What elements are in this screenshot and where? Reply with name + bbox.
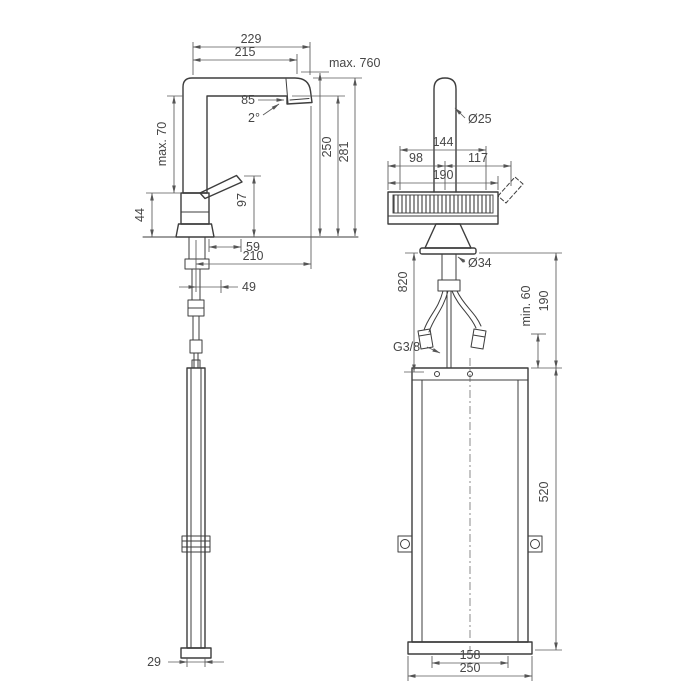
dim-max-70: max. 70 [146, 95, 183, 194]
dim-label-97: 97 [235, 193, 249, 207]
dim-label-190-height: 190 [537, 291, 551, 312]
leader-line [457, 256, 466, 263]
threaded-shank-front [441, 253, 457, 281]
extension-line [186, 658, 206, 667]
pullout-hose [446, 290, 452, 369]
dim-label-250: 250 [320, 137, 334, 158]
front-view: Ø25 144 98 117 190 Ø34 [387, 77, 562, 681]
spray-grille [392, 194, 494, 214]
dim-label-144: 144 [433, 135, 454, 149]
dim-label-229: 229 [241, 32, 262, 46]
dim-250-base: 250 [407, 656, 533, 681]
leader-line [426, 346, 441, 354]
leader-line [262, 103, 280, 116]
clamp-left-knob [400, 539, 410, 549]
dim-label-49: 49 [242, 280, 256, 294]
clamp-right [527, 535, 543, 553]
dim-label-281: 281 [337, 142, 351, 163]
supply-hose-right [451, 290, 482, 329]
dim-144: 144 [399, 135, 487, 190]
dim-label-520: 520 [537, 482, 551, 503]
mounting-nut-front [437, 279, 461, 292]
neck-outline [424, 223, 472, 249]
supply-hose-left-connector [417, 328, 434, 350]
mounting-column-side [186, 367, 206, 649]
clamp-side-lines [181, 540, 211, 548]
dim-label-29: 29 [147, 655, 161, 669]
dim-98-117: 98 117 [387, 151, 512, 190]
dim-dia25: Ø25 [454, 107, 492, 126]
dim-g38: G3/8 [393, 340, 441, 354]
dim-820: 820 [396, 252, 424, 373]
dim-label-min-60: min. 60 [519, 285, 533, 326]
clamp-left [397, 535, 413, 553]
dim-label-g38: G3/8 [393, 340, 420, 354]
dim-49: 49 [179, 280, 256, 294]
dim-250-height: 250 [292, 95, 345, 237]
extension-line [208, 239, 242, 252]
frame-rails [421, 379, 519, 643]
dim-97: 97 [235, 175, 261, 238]
sprayhead-seam-line [285, 78, 289, 104]
dim-label-max-70: max. 70 [155, 122, 169, 167]
dim-281: 281 [313, 77, 362, 237]
mounting-column-inner-lines [190, 367, 202, 649]
handle-projection-dashed [497, 176, 524, 204]
leader-line [454, 107, 466, 119]
dim-label-190-width: 190 [433, 168, 454, 182]
dim-label-dia25: Ø25 [468, 112, 492, 126]
supply-hose-right-connector [470, 328, 487, 350]
hose-pair-1 [191, 268, 201, 301]
dim-210: 210 [195, 106, 312, 292]
aerator-line [289, 98, 310, 101]
riser-pipe-outline [433, 77, 457, 193]
escutcheon-outline [175, 223, 215, 238]
frame-top-cap-side [191, 359, 201, 369]
dim-190-width: 190 [387, 168, 499, 190]
dim-158: 158 [431, 648, 509, 668]
dim-229: 229 [192, 32, 311, 75]
spout-outline [182, 77, 313, 194]
dim-215: 215 [192, 45, 298, 74]
clamp-right-knob [530, 539, 540, 549]
dim-44: 44 [133, 192, 154, 238]
dim-520: 520 [535, 367, 562, 651]
extension-line [195, 106, 312, 292]
dim-max-760: max. 760 [301, 56, 380, 237]
dim-label-dia34: Ø34 [468, 256, 492, 270]
handle-lever-outline [199, 174, 243, 200]
supply-hose-left [423, 290, 449, 333]
side-view: 229 215 max. 760 85 2° max. 70 [133, 32, 380, 669]
dim-label-85: 85 [241, 93, 255, 107]
clamp-side [181, 535, 211, 553]
foot-plate-side [180, 647, 212, 659]
dim-label-2deg: 2° [248, 111, 260, 125]
dim-label-59: 59 [246, 240, 260, 254]
dim-label-210: 210 [243, 249, 264, 263]
dim-label-117: 117 [468, 151, 488, 165]
dim-label-98: 98 [409, 151, 423, 165]
connector-block-2 [189, 339, 203, 354]
dim-dia34: Ø34 [457, 256, 492, 270]
dim-label-820: 820 [396, 272, 410, 293]
dim-label-215: 215 [235, 45, 256, 59]
escutcheon-front [419, 247, 477, 255]
hose-pair-2 [192, 315, 200, 341]
dim-angle-2deg: 2° [248, 103, 280, 125]
dim-59: 59 [208, 239, 260, 254]
dim-85: 85 [241, 93, 285, 107]
dim-label-44: 44 [133, 208, 147, 222]
dim-29: 29 [147, 655, 224, 669]
dim-label-250-base: 250 [460, 661, 481, 675]
dim-label-158: 158 [460, 648, 481, 662]
dim-190-height: 190 [479, 252, 562, 369]
dim-label-max-760: max. 760 [329, 56, 380, 70]
dim-min-60: min. 60 [519, 285, 546, 369]
frame-hole-left [434, 371, 440, 377]
threaded-shank [188, 236, 206, 260]
